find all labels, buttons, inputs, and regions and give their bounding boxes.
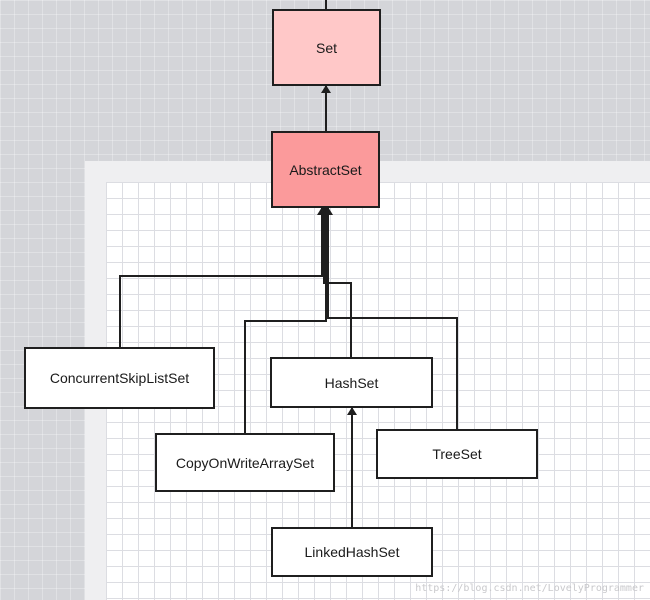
node-hashset-label: HashSet [324, 374, 379, 391]
edge-hashset-to-abstractset [319, 207, 352, 358]
node-treeset-label: TreeSet [432, 446, 482, 462]
edge-copyonwritearrayset-to-abstractset [244, 207, 331, 434]
node-concurrentskiplistset-label: ConcurrentSkipListSet [49, 370, 190, 386]
node-abstractset-label: AbstractSet [289, 161, 362, 178]
edge-treeset-to-abstractset [323, 207, 458, 430]
watermark: https://blog.csdn.net/LovelyProgrammer [415, 583, 644, 594]
node-abstractset[interactable]: AbstractSet [271, 131, 380, 208]
node-copyonwritearrayset-label: CopyOnWriteArraySet [175, 454, 315, 471]
node-set[interactable]: Set [272, 9, 381, 86]
node-treeset[interactable]: TreeSet [376, 429, 538, 479]
node-hashset[interactable]: HashSet [270, 357, 433, 408]
node-set-label: Set [315, 39, 337, 56]
node-concurrentskiplistset[interactable]: ConcurrentSkipListSet [24, 347, 215, 409]
node-linkedhashset-label: LinkedHashSet [304, 544, 400, 560]
node-linkedhashset[interactable]: LinkedHashSet [271, 527, 433, 577]
edge-concurrentskiplistset-to-abstractset [119, 207, 327, 348]
node-copyonwritearrayset[interactable]: CopyOnWriteArraySet [155, 433, 335, 492]
